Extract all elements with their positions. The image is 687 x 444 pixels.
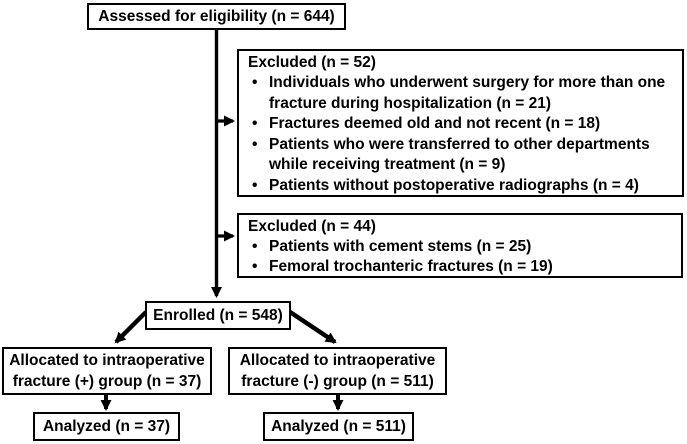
analyzed-plus-label: Analyzed (n = 37) bbox=[42, 417, 171, 435]
excluded-52-box: Excluded (n = 52) Individuals who underw… bbox=[237, 49, 684, 197]
list-item: Individuals who underwent surgery for mo… bbox=[248, 73, 680, 114]
list-item: Fractures deemed old and not recent (n =… bbox=[248, 114, 680, 135]
allocated-minus-label: Allocated to intraoperative fracture (-)… bbox=[239, 352, 436, 390]
allocated-plus-label: Allocated to intraoperative fracture (+)… bbox=[9, 352, 205, 390]
analyzed-minus-box: Analyzed (n = 511) bbox=[263, 412, 414, 441]
arrow-enrolled-to-allocated-plus bbox=[114, 310, 148, 344]
enrolled-box: Enrolled (n = 548) bbox=[145, 301, 291, 330]
assessed-box: Assessed for eligibility (n = 644) bbox=[87, 3, 346, 30]
excluded-44-box: Excluded (n = 44) Patients with cement s… bbox=[237, 213, 683, 278]
list-item: Patients without postoperative radiograp… bbox=[248, 176, 680, 197]
arrow-enrolled-to-allocated-minus bbox=[288, 310, 337, 344]
analyzed-minus-label: Analyzed (n = 511) bbox=[271, 417, 406, 435]
analyzed-plus-box: Analyzed (n = 37) bbox=[33, 412, 180, 441]
list-item: Femoral trochanteric fractures (n = 19) bbox=[248, 257, 679, 277]
enrolled-label: Enrolled (n = 548) bbox=[153, 306, 283, 324]
excluded-52-title: Excluded (n = 52) bbox=[248, 53, 376, 71]
assessed-label: Assessed for eligibility (n = 644) bbox=[98, 7, 335, 25]
allocated-minus-box: Allocated to intraoperative fracture (-)… bbox=[228, 347, 447, 395]
excluded-44-list: Patients with cement stems (n = 25) Femo… bbox=[248, 237, 679, 277]
excluded-52-list: Individuals who underwent surgery for mo… bbox=[248, 73, 680, 196]
list-item: Patients who were transferred to other d… bbox=[248, 135, 680, 176]
allocated-plus-box: Allocated to intraoperative fracture (+)… bbox=[2, 347, 212, 395]
excluded-44-title: Excluded (n = 44) bbox=[248, 217, 376, 235]
list-item: Patients with cement stems (n = 25) bbox=[248, 237, 679, 257]
